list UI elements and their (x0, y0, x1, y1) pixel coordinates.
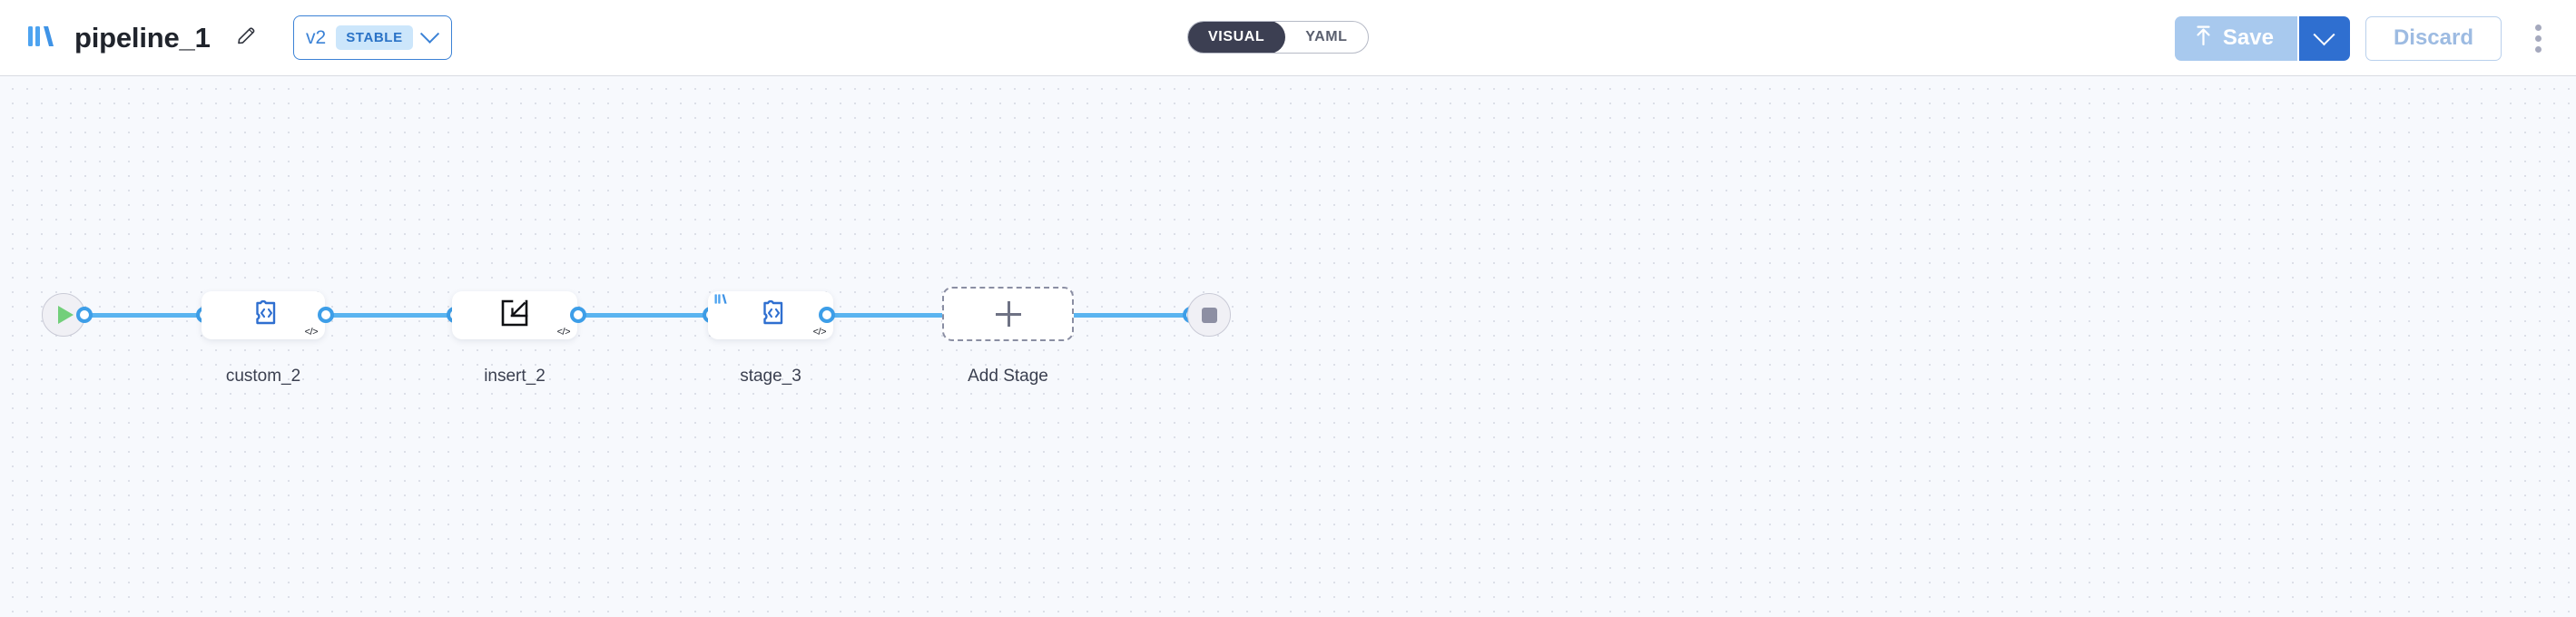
pipeline-canvas[interactable]: </> custom_2 </> insert_2 (0, 76, 2576, 617)
version-label: v2 (306, 26, 327, 48)
page-title: pipeline_1 (74, 22, 211, 54)
stage-node-stage_3[interactable]: </> (708, 291, 833, 339)
kebab-dot (2534, 45, 2542, 53)
handle-start-out[interactable] (76, 307, 93, 323)
handle-stage3-out[interactable] (819, 307, 835, 323)
plus-icon (995, 301, 1021, 327)
edge-insert2-to-stage3[interactable] (577, 313, 709, 318)
stop-icon (1201, 307, 1217, 323)
save-button[interactable]: Save (2174, 15, 2297, 61)
status-badge: STABLE (336, 25, 413, 50)
brand-area: pipeline_1 (27, 0, 258, 76)
chevron-down-icon (419, 24, 439, 44)
header-actions: Save Discard (2174, 0, 2554, 76)
stage-node-custom_2[interactable]: </> (202, 291, 325, 339)
stage-node-insert_2[interactable]: </> (452, 291, 577, 339)
stage-label-custom_2: custom_2 (225, 367, 301, 386)
save-options-dropdown[interactable] (2296, 15, 2350, 61)
stage-label-insert_2: insert_2 (484, 367, 546, 386)
save-button-group: Save (2174, 15, 2350, 61)
pipeline-bars-logo-icon (27, 24, 58, 53)
tab-yaml[interactable]: YAML (1305, 29, 1348, 44)
add-stage-label: Add Stage (968, 367, 1048, 386)
handle-insert2-out[interactable] (570, 307, 586, 323)
save-button-label: Save (2222, 25, 2274, 50)
chevron-down-icon (2313, 23, 2335, 45)
end-node[interactable] (1187, 293, 1231, 337)
pencil-icon[interactable] (234, 24, 258, 53)
version-selector[interactable]: v2 STABLE (293, 15, 452, 60)
pipeline-flow: </> custom_2 </> insert_2 (0, 76, 2576, 617)
discard-button[interactable]: Discard (2365, 15, 2502, 61)
pipeline-bars-logo-icon (714, 293, 729, 309)
add-stage-node[interactable] (942, 287, 1074, 341)
handle-custom2-out[interactable] (318, 307, 334, 323)
view-mode-toggle[interactable]: VISUAL YAML (1187, 21, 1369, 54)
tab-visual[interactable]: VISUAL (1187, 22, 1286, 53)
kebab-dot (2534, 24, 2542, 31)
play-icon (58, 306, 74, 324)
stage-label-stage_3: stage_3 (740, 367, 801, 386)
upload-arrow-icon (2195, 25, 2212, 52)
edge-stage3-to-addstage[interactable] (826, 313, 944, 318)
edge-custom2-to-insert2[interactable] (325, 313, 452, 318)
kebab-menu-icon[interactable] (2522, 16, 2554, 61)
puzzle-code-icon (755, 299, 786, 332)
insert-import-icon (499, 298, 530, 333)
app-header: pipeline_1 v2 STABLE VISUAL YAML (0, 0, 2576, 76)
code-badge: </> (304, 327, 319, 338)
puzzle-code-icon (248, 299, 279, 332)
kebab-dot (2534, 34, 2542, 42)
edge-start-to-custom2[interactable] (82, 313, 209, 318)
code-badge: </> (556, 327, 571, 338)
edge-addstage-to-end[interactable] (1073, 313, 1189, 318)
code-badge: </> (812, 327, 827, 338)
